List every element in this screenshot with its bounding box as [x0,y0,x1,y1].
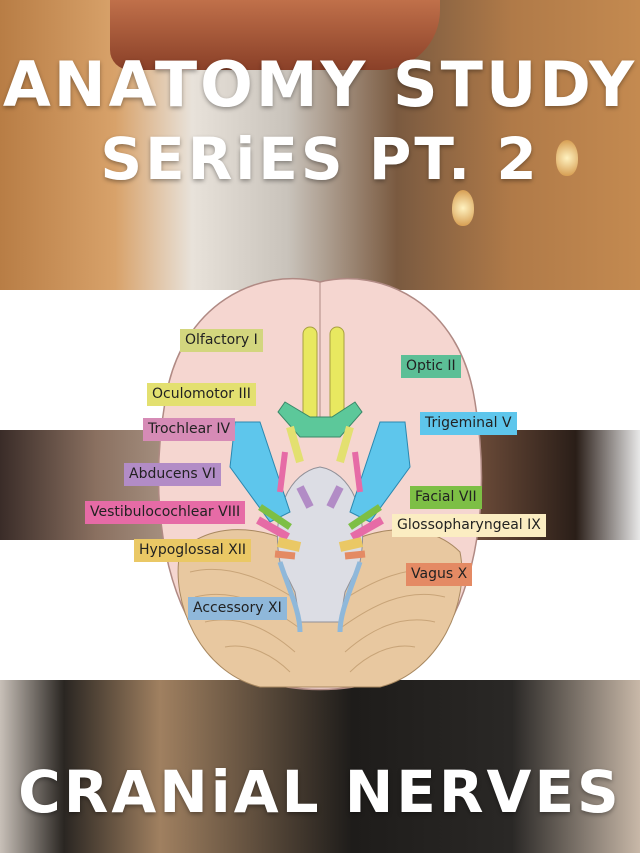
brain-diagram [157,277,483,691]
label-trigeminal: Trigeminal V [420,412,517,435]
label-abducens: Abducens VI [124,463,221,486]
label-oculomotor: Oculomotor III [147,383,256,406]
ceiling-duct [110,0,440,70]
pendant-lamp [452,190,474,226]
label-olfactory: Olfactory I [180,329,263,352]
table-photo [0,680,640,853]
label-facial: Facial VII [410,486,482,509]
label-glossopharyngeal: Glossopharyngeal IX [392,514,546,537]
title-line-2: SERiES PT. 2 [100,125,540,193]
label-hypoglossal: Hypoglossal XII [134,539,251,562]
pendant-lamp [556,140,578,176]
label-optic: Optic II [401,355,461,378]
title-line-1: ANATOMY STUDY [2,48,638,121]
label-vestibulocochlear: Vestibulocochlear VIII [85,501,246,524]
cafe-photo-background [0,0,640,290]
label-accessory: Accessory XI [188,597,287,620]
label-vagus: Vagus X [406,563,473,586]
footer-title: CRANiAL NERVES [18,758,622,826]
label-trochlear: Trochlear IV [143,418,236,441]
